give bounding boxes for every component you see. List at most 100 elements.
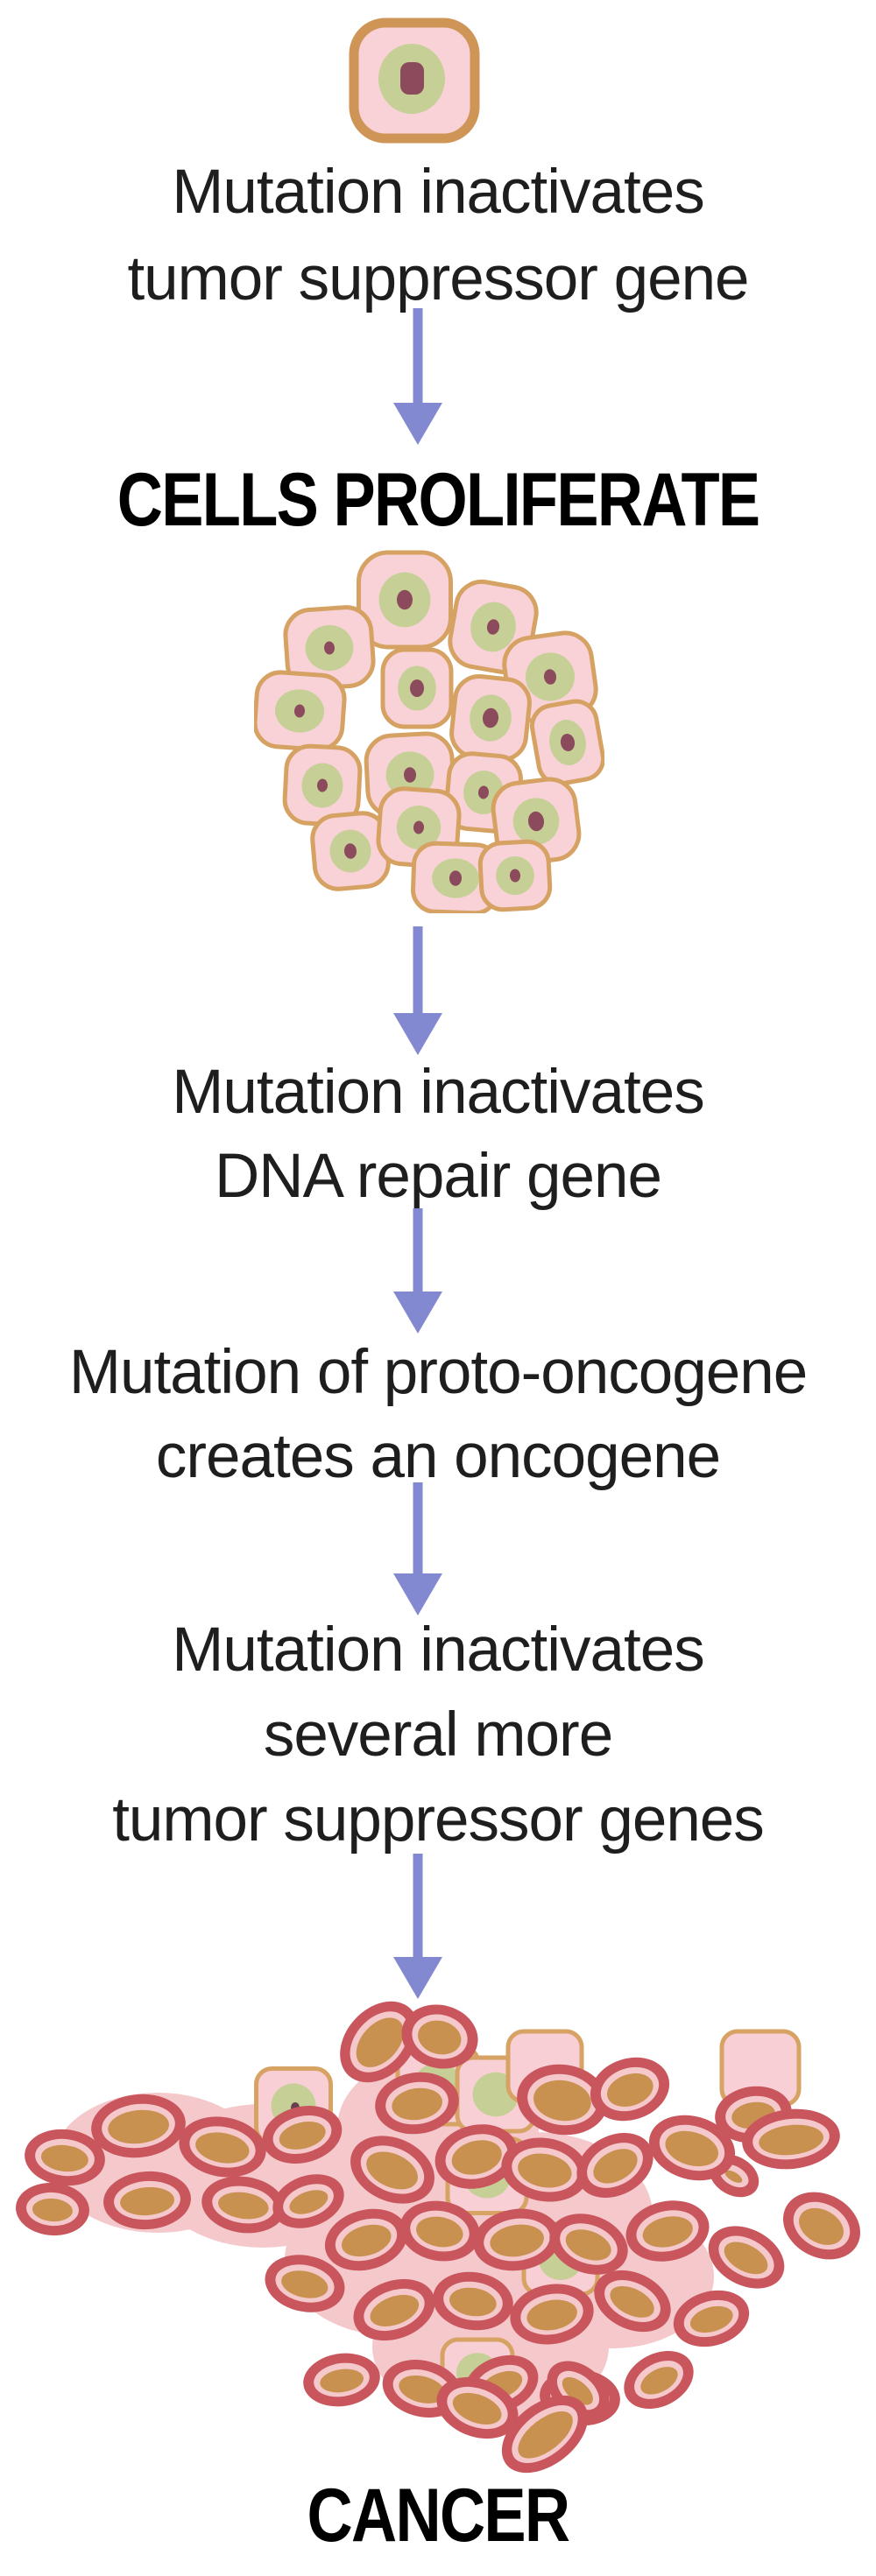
proliferating-cell <box>310 811 391 891</box>
arrow-head <box>393 1013 442 1055</box>
cancer-cell-nucleus <box>418 2020 462 2055</box>
cell-nucleolus <box>397 589 413 610</box>
step2-label: Mutation inactivates DNA repair gene <box>0 1051 876 1219</box>
cancer-cell <box>103 2171 191 2230</box>
cancer-cell-nucleus <box>593 2149 638 2184</box>
cancer-cell <box>648 2115 736 2181</box>
cancer-cell-nucleus <box>451 2140 502 2175</box>
cancer-cell <box>594 2270 671 2333</box>
cancer-cell-nucleus <box>724 2242 768 2275</box>
step4-line1: Mutation inactivates <box>172 1615 705 1685</box>
cancer-cell <box>25 2129 105 2186</box>
cancer-cell <box>433 2271 513 2331</box>
cancer-cell-nucleus <box>356 2017 404 2067</box>
cancer-cell-nucleus <box>449 2287 497 2317</box>
cancer-cell <box>375 2072 459 2135</box>
cell-nucleolus <box>477 785 490 799</box>
step1-line1: Mutation inactivates <box>172 158 705 227</box>
cancer-cell <box>436 2376 519 2439</box>
proliferating-cell <box>357 550 453 650</box>
cell-nucleolus <box>410 679 424 697</box>
cancer-cell <box>501 2137 589 2202</box>
proliferating-cell <box>449 674 532 762</box>
arrow-head <box>393 403 442 445</box>
arrow-shaft <box>413 1854 423 1960</box>
down-arrow-3 <box>393 1208 442 1334</box>
down-arrow-5 <box>393 1854 442 1999</box>
cell-nucleolus <box>449 870 463 886</box>
arrow-shaft <box>413 308 423 406</box>
cancer-cell <box>742 2108 840 2170</box>
cancer-cell-nucleus <box>279 2122 326 2150</box>
cancer-cell <box>340 2001 419 2083</box>
cancer-cell-nucleus <box>120 2186 175 2216</box>
cell-nucleolus <box>316 778 328 792</box>
cells-proliferate-text: CELLS PROLIFERATE <box>117 458 760 542</box>
proliferating-cell <box>411 841 500 913</box>
cell-nucleolus <box>400 62 424 95</box>
cancer-cell-nucleus <box>416 2216 463 2248</box>
cancer-mass-figure <box>16 2001 860 2474</box>
cancer-cell-nucleus <box>533 2080 591 2122</box>
cell-nucleolus <box>343 843 357 859</box>
cancer-cell-nucleus <box>452 2392 502 2425</box>
cancer-cell <box>350 2136 434 2204</box>
cancer-cell-nucleus <box>799 2207 844 2245</box>
step4-line3: tumor suppressor genes <box>112 1785 765 1855</box>
cell-nucleolus <box>543 669 557 685</box>
cell-nucleolus <box>293 704 306 718</box>
cancer-cell <box>517 2064 608 2136</box>
cancer-cell-nucleus <box>526 2299 577 2331</box>
arrow-shaft <box>413 926 423 1017</box>
single-mutated-cell-figure <box>349 18 480 144</box>
cancer-cell <box>501 2395 589 2474</box>
cancer-cell-nucleus <box>370 2294 420 2326</box>
arrow-head <box>393 1957 442 1999</box>
proliferating-cell <box>254 670 347 752</box>
cancer-cell <box>91 2094 186 2158</box>
cancer-cell <box>549 2214 628 2275</box>
cancer-cell-nucleus <box>642 2216 693 2248</box>
arrow-head <box>393 1292 442 1334</box>
cell-nucleolus <box>323 641 336 655</box>
cell-nucleolus <box>560 734 576 751</box>
cancer-cell <box>262 2106 343 2164</box>
cancer-cell <box>625 2200 710 2262</box>
proliferating-cells-figure <box>254 550 604 913</box>
cancer-cell <box>673 2290 750 2347</box>
cancer-cell-nucleus <box>195 2132 250 2164</box>
arrow-shaft <box>413 1482 423 1577</box>
step4-line2: several more <box>263 1700 613 1770</box>
cancer-cell-nucleus <box>490 2224 544 2257</box>
cancer-cell <box>783 2192 860 2260</box>
cancer-cell-nucleus <box>518 2153 572 2188</box>
cell-nucleolus <box>509 869 521 883</box>
cancer-cell-nucleus <box>281 2270 328 2298</box>
cancer-cell-nucleus <box>759 2124 823 2156</box>
cancer-cell-nucleus <box>640 2367 678 2395</box>
down-arrow-1 <box>393 308 442 445</box>
proliferating-cell <box>530 699 604 786</box>
cancer-cell <box>272 2174 344 2228</box>
step3-line2: creates an oncogene <box>155 1422 721 1491</box>
arrow-head <box>393 1573 442 1615</box>
cancer-cell <box>399 2200 480 2262</box>
cancer-cell <box>624 2350 694 2410</box>
cancer-cell <box>16 2182 89 2236</box>
cancer-cell-nucleus <box>342 2224 392 2257</box>
cell-nucleolus <box>413 820 425 834</box>
cancer-cell <box>434 2124 519 2189</box>
cancer-cell-nucleus <box>562 2376 593 2405</box>
step3-line1: Mutation of proto-oncogene <box>68 1338 808 1407</box>
cells-proliferate-title: CELLS PROLIFERATE <box>0 458 876 542</box>
cancer-cell-nucleus <box>40 2144 88 2172</box>
proliferating-cell <box>477 839 553 912</box>
cell-nucleolus <box>486 619 500 635</box>
cancer-cell <box>590 2057 670 2122</box>
cancer-title: CANCER <box>0 2478 876 2553</box>
arrow-shaft <box>413 1208 423 1295</box>
proliferating-cell <box>283 605 376 691</box>
cancer-cell-nucleus <box>665 2130 718 2167</box>
step3-label: Mutation of proto-oncogene creates an on… <box>0 1331 876 1499</box>
cancer-cell <box>576 2133 653 2198</box>
